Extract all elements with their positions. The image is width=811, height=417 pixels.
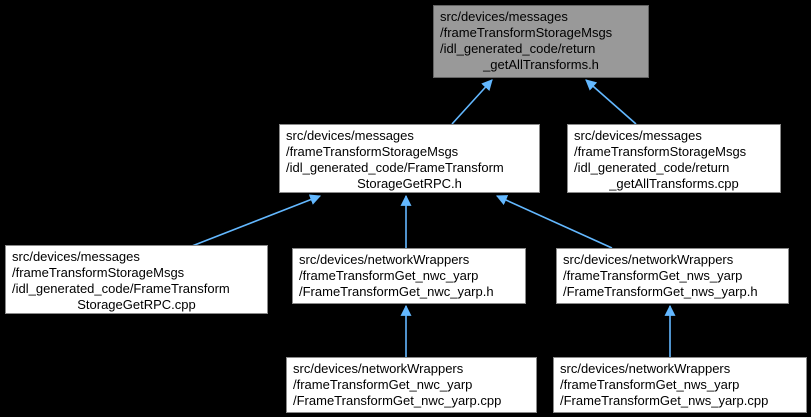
node-label-line: /FrameTransformGet_nws_yarp.h [563,284,758,299]
node-label-line: /FrameTransformGet_nwc_yarp.cpp [293,393,502,408]
node-frametransformstoragegetrpc-h[interactable]: src/devices/messages /frameTransformStor… [279,124,540,193]
node-frametransformget-nws-yarp-cpp[interactable]: src/devices/networkWrappers /frameTransf… [553,357,807,413]
edge-nws-h-to-getrpc-h [495,195,613,249]
node-label-line: /frameTransformGet_nwc_yarp [299,268,479,283]
node-label-line: src/devices/networkWrappers [293,361,464,376]
node-label-line: _getAllTransforms.h [483,57,599,72]
node-label-line: /idl_generated_code/FrameTransform [286,160,504,175]
node-label-line: /idl_generated_code/FrameTransform [12,281,230,296]
node-label-line: /idl_generated_code/return [440,41,596,56]
node-label-line: /frameTransformStorageMsgs [574,144,747,159]
node-label-line: StorageGetRPC.h [357,176,462,191]
node-frametransformget-nwc-yarp-cpp[interactable]: src/devices/networkWrappers /frameTransf… [286,357,537,413]
node-label-line: src/devices/networkWrappers [563,252,734,267]
edge-getrpc-h-to-return-h [451,79,493,125]
node-label-line: src/devices/networkWrappers [560,361,731,376]
node-label-line: StorageGetRPC.cpp [77,297,196,312]
node-frametransformstoragegetrpc-cpp[interactable]: src/devices/messages /frameTransformStor… [5,245,268,314]
node-return-getalltransforms-cpp[interactable]: src/devices/messages /frameTransformStor… [567,124,781,193]
node-label-line: /frameTransformStorageMsgs [440,25,613,40]
node-label-line: src/devices/messages [440,9,568,24]
node-label-line: /frameTransformStorageMsgs [12,265,185,280]
node-label-line: /frameTransformGet_nws_yarp [563,268,743,283]
node-label-line: /frameTransformGet_nwc_yarp [293,377,473,392]
node-frametransformget-nws-yarp-h[interactable]: src/devices/networkWrappers /frameTransf… [556,248,789,304]
node-label-line: src/devices/messages [574,128,702,143]
node-frametransformget-nwc-yarp-h[interactable]: src/devices/networkWrappers /frameTransf… [292,248,526,304]
node-return-getalltransforms-h[interactable]: src/devices/messages /frameTransformStor… [433,5,649,78]
node-label-line: /idl_generated_code/return [574,160,730,175]
node-label-line: src/devices/messages [12,249,140,264]
node-label-line: src/devices/networkWrappers [299,252,470,267]
node-label-line: /frameTransformStorageMsgs [286,144,459,159]
node-label-line: _getAllTransforms.cpp [609,176,739,191]
node-label-line: src/devices/messages [286,128,414,143]
node-label-line: /FrameTransformGet_nws_yarp.cpp [560,393,769,408]
node-label-line: /frameTransformGet_nws_yarp [560,377,740,392]
edge-return-cpp-to-return-h [585,79,637,125]
node-label-line: /FrameTransformGet_nwc_yarp.h [299,284,494,299]
edge-getrpc-cpp-to-getrpc-h [191,194,322,247]
